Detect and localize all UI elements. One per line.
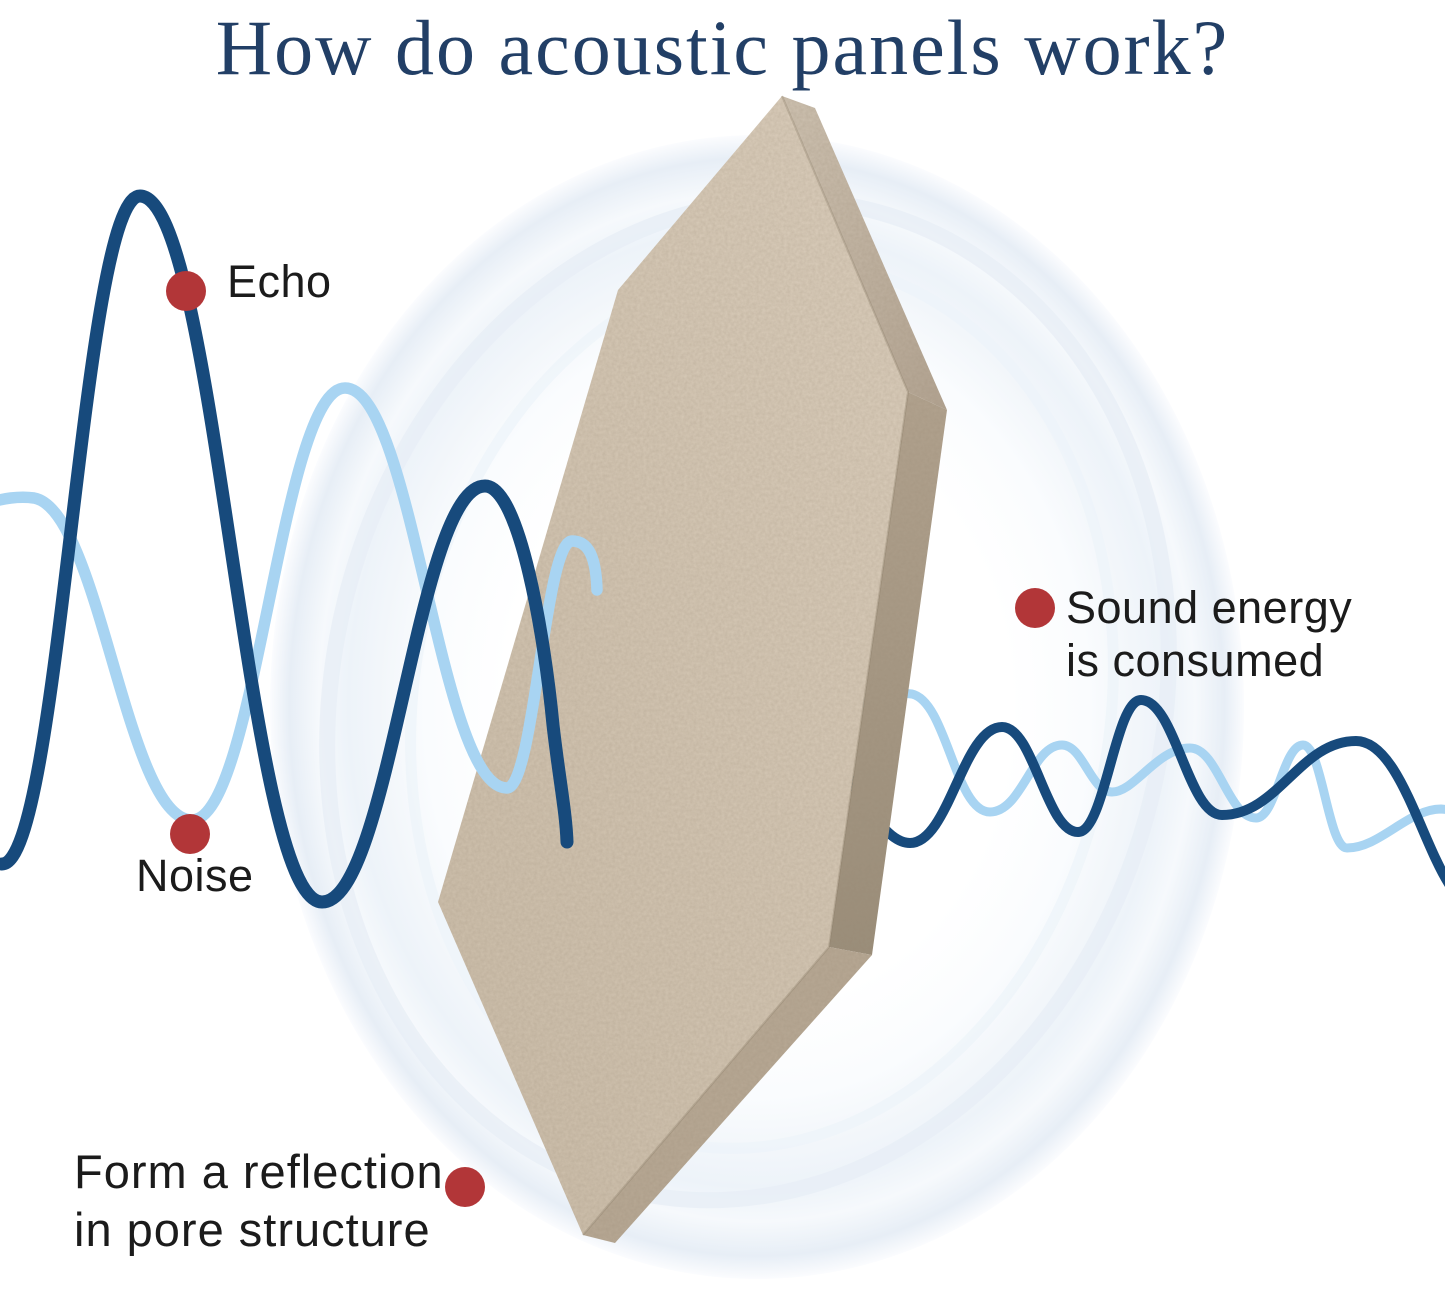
panel-edge-line xyxy=(582,95,910,1236)
reflection-marker-dot xyxy=(445,1167,485,1207)
reflection-label-line1: Form a reflection xyxy=(74,1145,444,1198)
incident-navy-wave xyxy=(0,189,574,909)
echo-marker-dot xyxy=(166,271,206,311)
transmitted-waves xyxy=(840,689,1445,887)
marker-dots xyxy=(166,271,1055,1207)
incident-waves xyxy=(0,189,603,909)
sound-energy-label-line2: is consumed xyxy=(1066,635,1325,686)
panel-bevel-bottom xyxy=(583,947,872,1243)
noise-marker-dot xyxy=(170,814,210,854)
acoustic-panel xyxy=(438,95,947,1243)
reflection-label-line2: in pore structure xyxy=(74,1203,431,1256)
sound-energy-label: Sound energy is consumed xyxy=(1066,581,1352,687)
sound-energy-label-line1: Sound energy xyxy=(1066,582,1353,633)
reflection-label: Form a reflection in pore structure xyxy=(74,1143,444,1259)
panel-bevel-top xyxy=(782,96,947,410)
transmitted-navy-wave xyxy=(840,694,1445,887)
echo-label: Echo xyxy=(227,256,332,307)
sound-energy-marker-dot xyxy=(1015,588,1055,628)
page-title: How do acoustic panels work? xyxy=(215,4,1230,91)
panel-face xyxy=(438,96,908,1235)
panel-bevel-right xyxy=(829,392,947,955)
noise-label: Noise xyxy=(136,850,254,901)
